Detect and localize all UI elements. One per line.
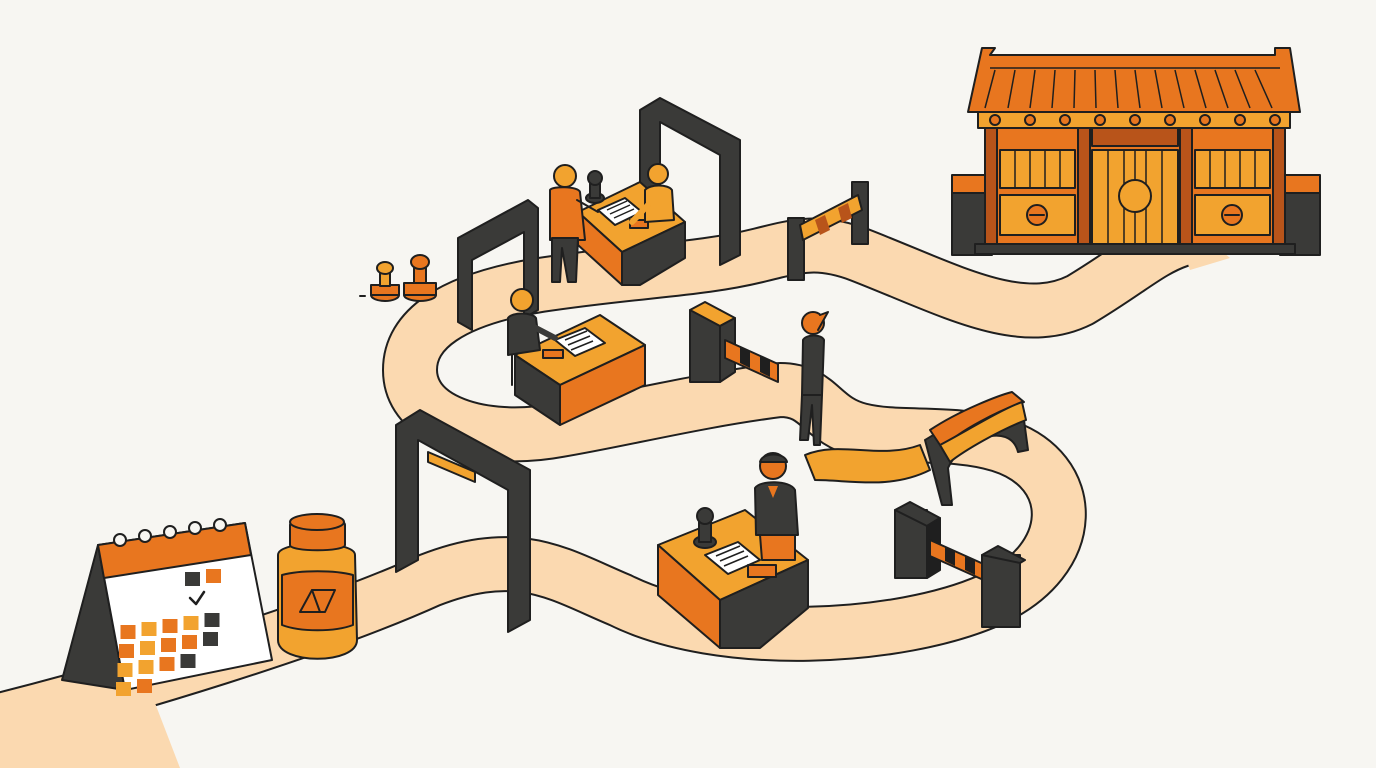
- calendar-day-cell: [141, 622, 157, 636]
- royal-temple: [951, 47, 1321, 256]
- calendar-day-cell: [116, 682, 131, 696]
- calendar-day-cell: [137, 679, 152, 693]
- gate-lower-left: [395, 409, 531, 633]
- calendar-day-cell: [161, 638, 176, 652]
- desk-calendar: [61, 518, 273, 696]
- calendar-day-cell: [140, 641, 155, 655]
- calendar-day-cell: [183, 616, 199, 630]
- round-knocker-icon: [1118, 179, 1152, 213]
- calendar-day-cell: [185, 572, 200, 586]
- calendar-day-grid: [116, 569, 221, 696]
- calendar-day-cell: [204, 613, 220, 627]
- calendar-day-cell: [120, 625, 136, 639]
- calendar-day-cell: [180, 654, 196, 668]
- calendar-day-cell: [119, 644, 134, 658]
- calendar-day-cell: [182, 635, 197, 649]
- applicant-upper: [549, 164, 599, 283]
- leaf-emblem-icon: [299, 589, 336, 613]
- calendar-day-cell: [138, 660, 154, 674]
- clerk-desk-middle: [514, 314, 646, 426]
- check-mark-icon: [188, 590, 206, 606]
- rubber-stamps: [359, 254, 437, 302]
- winding-path: [0, 212, 1230, 768]
- round-seal-icon: [1221, 204, 1243, 226]
- clerk-middle: [507, 288, 558, 386]
- calendar-day-cell: [117, 663, 133, 677]
- boom-barrier-upper: [787, 181, 869, 281]
- left-lattice-window: [999, 149, 1076, 189]
- round-seal-icon: [1026, 204, 1048, 226]
- calendar-day-cell: [203, 632, 218, 646]
- boom-barrier-middle: [689, 301, 779, 383]
- clerk-desk-lower: [657, 507, 809, 649]
- calendar-day-cell: [206, 569, 221, 583]
- clerk-upper: [629, 163, 675, 225]
- walking-person-middle: [799, 311, 829, 446]
- calendar-day-cell: [162, 619, 178, 633]
- gate-upper-left: [457, 199, 539, 331]
- calendar-day-cell: [159, 657, 175, 671]
- boom-barrier-lower: [894, 501, 1026, 628]
- right-lattice-window: [1194, 149, 1271, 189]
- arched-bridge: [924, 391, 1029, 506]
- temple-main-door: [1091, 149, 1179, 245]
- clerk-lower: [754, 452, 799, 561]
- orange-jar: [277, 513, 358, 660]
